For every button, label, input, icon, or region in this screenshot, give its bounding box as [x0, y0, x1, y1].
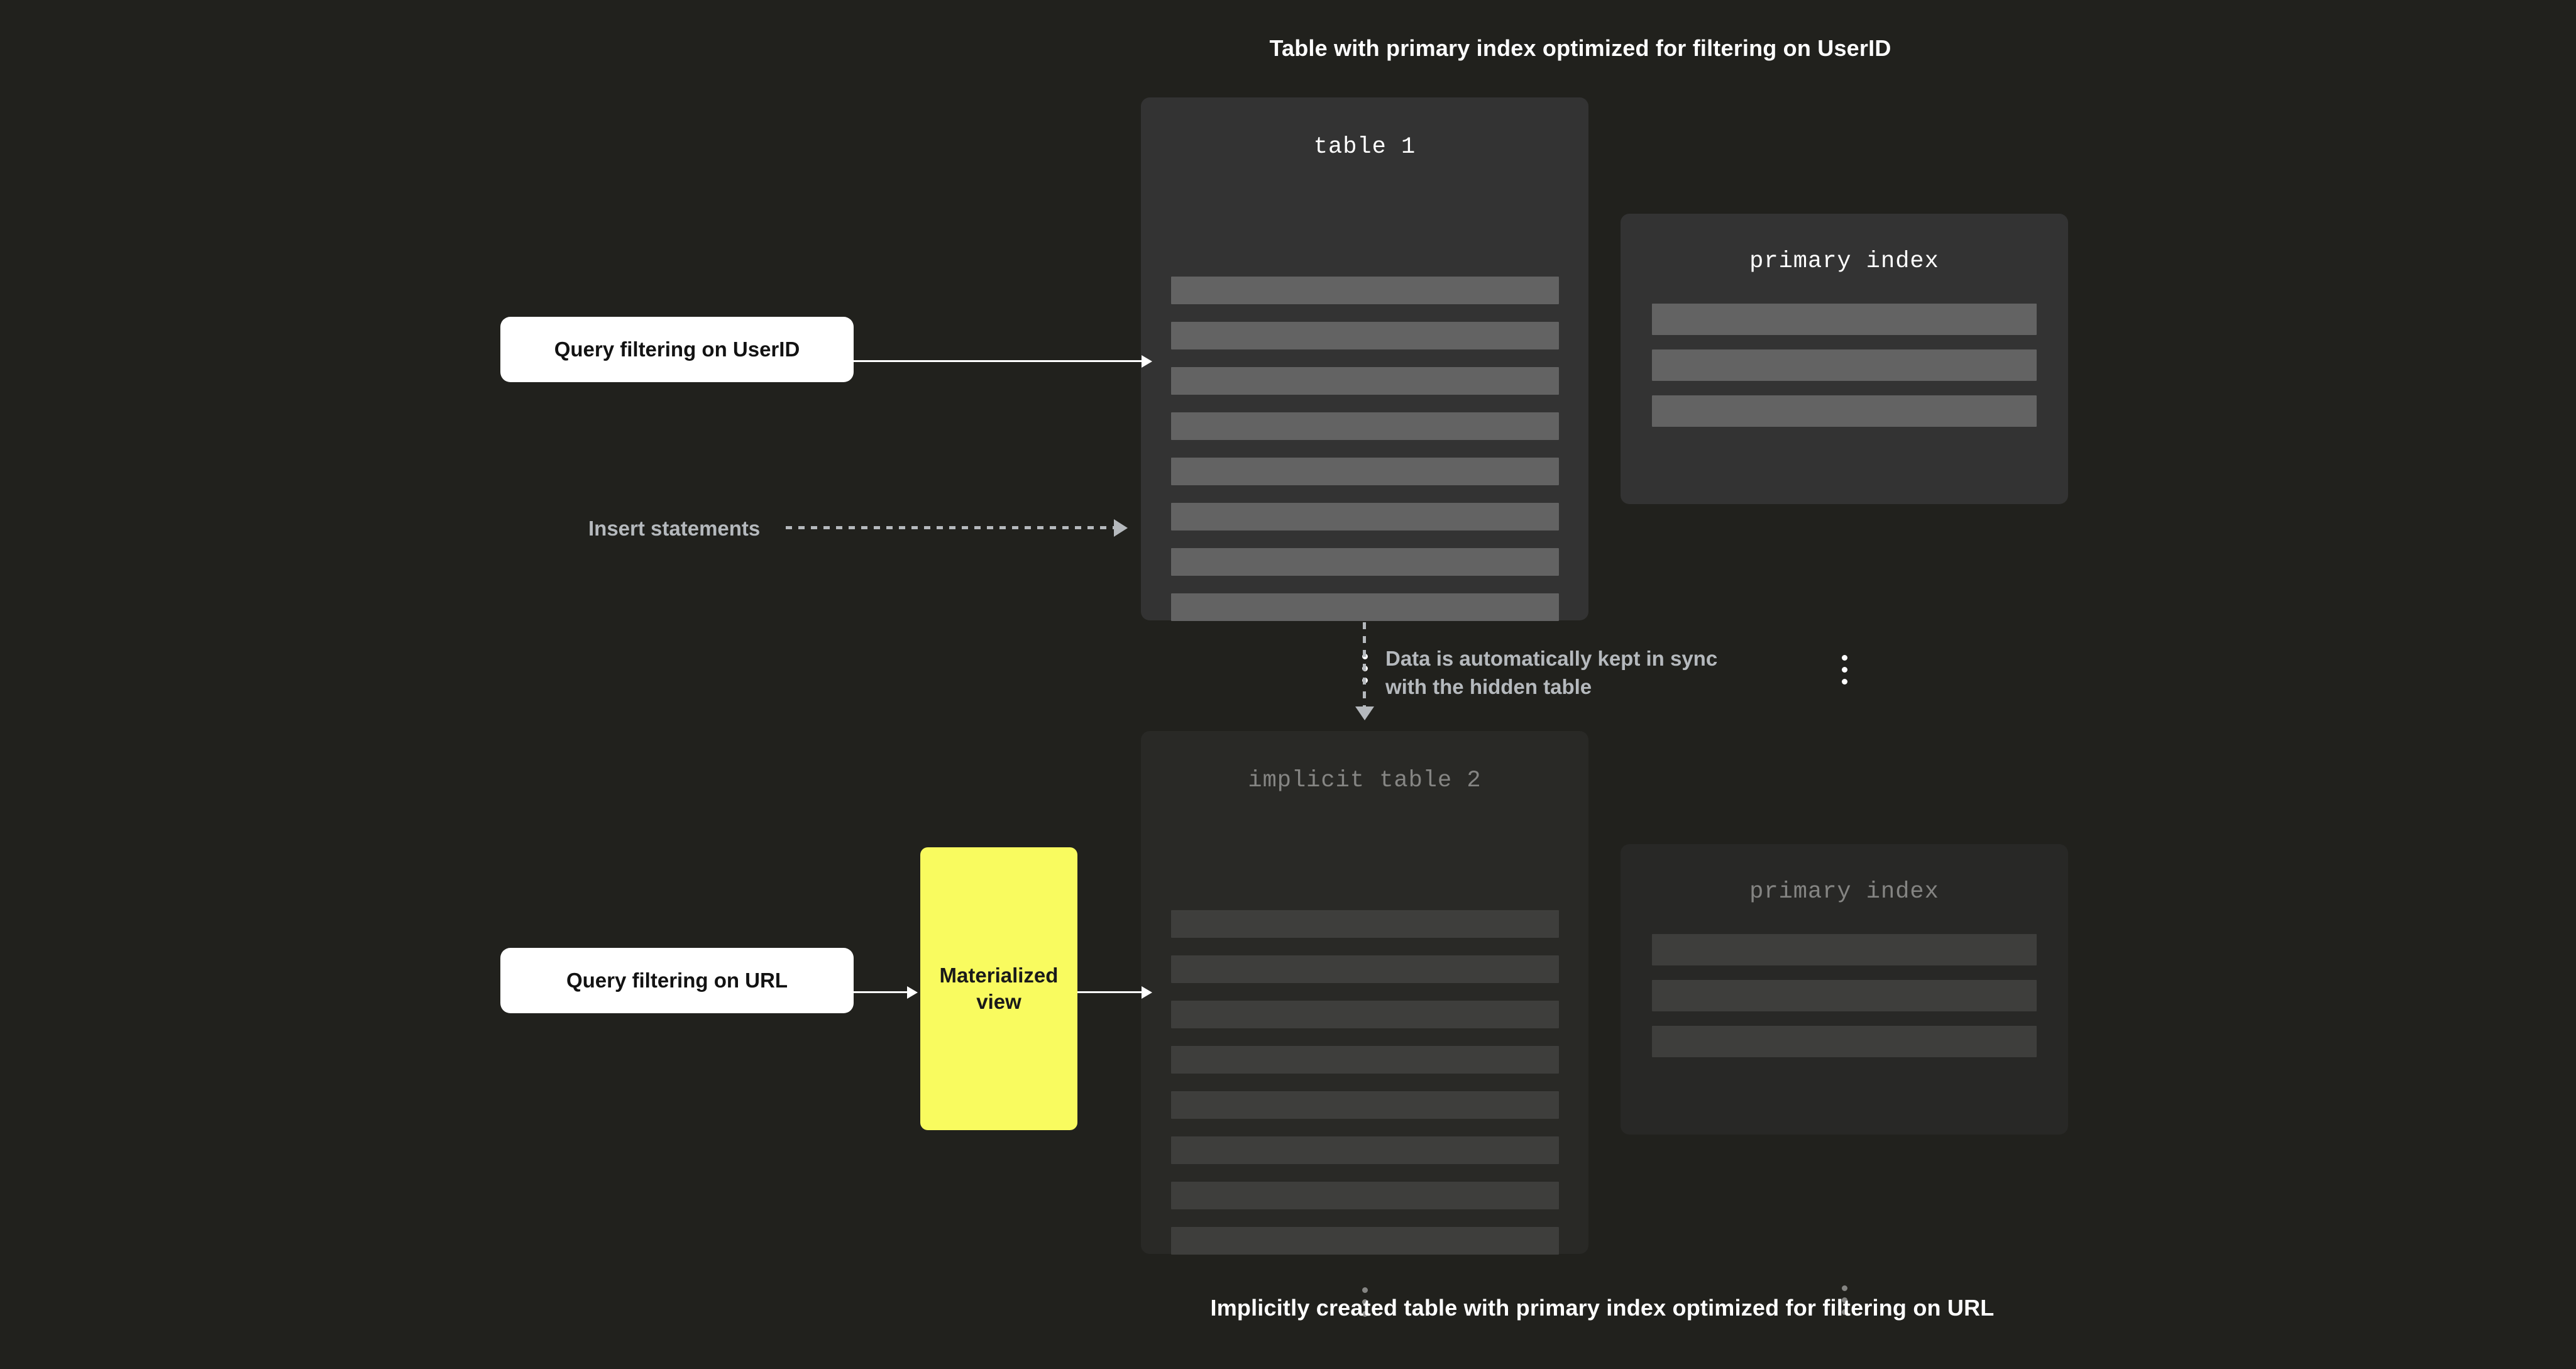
table-row — [1170, 367, 1559, 395]
bottom-caption: Implicitly created table with primary in… — [1210, 1295, 1995, 1321]
table-row — [1170, 503, 1559, 531]
primary-index-bottom-panel: primary index — [1621, 844, 2068, 1315]
primary-index-top-rows — [1621, 304, 2068, 441]
table-row — [1170, 1091, 1559, 1119]
index-row — [1652, 934, 2037, 965]
vertical-ellipsis-icon — [1621, 655, 2068, 684]
table-row — [1170, 458, 1559, 485]
query-filtering-on-url-node: Query filtering on URL — [500, 948, 854, 1013]
arrow-materialized-view-to-table2 — [1077, 991, 1149, 993]
table-1-rows — [1141, 277, 1588, 639]
primary-index-bottom-title: primary index — [1749, 879, 1939, 905]
table-row — [1170, 277, 1559, 304]
top-caption: Table with primary index optimized for f… — [1269, 35, 1891, 61]
index-row — [1652, 304, 2037, 335]
table-row — [1170, 593, 1559, 621]
arrowhead-icon — [1142, 986, 1152, 999]
query-filtering-on-userid-node: Query filtering on UserID — [500, 317, 854, 382]
index-row — [1652, 349, 2037, 381]
sync-annotation-label: Data is automatically kept in sync with … — [1385, 647, 1718, 698]
arrow-query-url-to-materialized-view — [854, 991, 909, 993]
table-row — [1170, 1046, 1559, 1074]
dashed-arrow-sync — [1363, 622, 1366, 708]
implicit-table-2-rows — [1141, 910, 1588, 1272]
table-row — [1170, 1001, 1559, 1028]
materialized-view-node: Materialized view — [920, 847, 1077, 1130]
arrowhead-icon — [907, 986, 918, 999]
dashed-arrow-insert-statements — [786, 526, 1114, 529]
arrow-query-userid-to-table1 — [854, 360, 1149, 362]
table-row — [1170, 1136, 1559, 1164]
vertical-ellipsis-icon — [1621, 1285, 2068, 1315]
table-1-title: table 1 — [1313, 134, 1416, 160]
insert-statements-label: Insert statements — [588, 517, 761, 540]
table-1-panel: table 1 — [1141, 97, 1588, 683]
index-row — [1652, 1026, 2037, 1057]
implicit-table-2-panel: implicit table 2 — [1141, 731, 1588, 1317]
implicit-table-2-title: implicit table 2 — [1248, 767, 1482, 794]
vertical-ellipsis-icon — [1141, 1287, 1588, 1317]
table-row — [1170, 1227, 1559, 1255]
table-row — [1170, 412, 1559, 440]
table-row — [1170, 910, 1559, 938]
index-row — [1652, 395, 2037, 427]
arrowhead-icon — [1114, 519, 1128, 537]
arrowhead-icon — [1142, 355, 1152, 368]
primary-index-top-panel: primary index — [1621, 214, 2068, 684]
primary-index-bottom-rows — [1621, 934, 2068, 1072]
table-row — [1170, 322, 1559, 349]
primary-index-top-title: primary index — [1749, 248, 1939, 275]
table-row — [1170, 548, 1559, 576]
index-row — [1652, 980, 2037, 1011]
arrowhead-down-icon — [1355, 706, 1374, 720]
table-row — [1170, 1182, 1559, 1209]
table-row — [1170, 955, 1559, 983]
